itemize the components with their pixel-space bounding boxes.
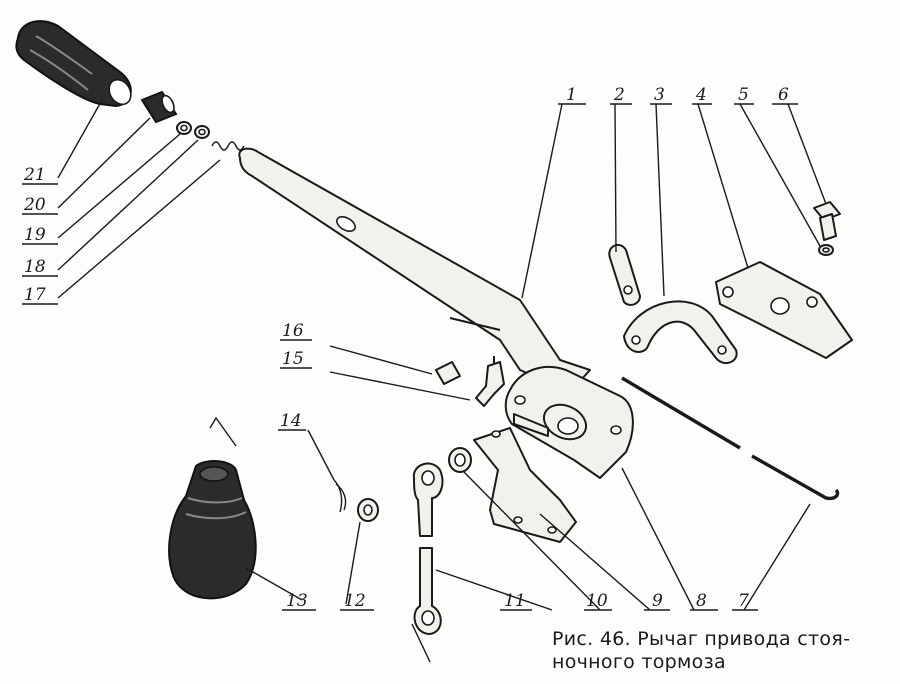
callout-7: 7 [738, 591, 749, 611]
callout-2: 2 [613, 85, 625, 105]
part-9-bracket [473, 427, 577, 543]
part-15-fitting [475, 356, 505, 407]
callout-5: 5 [738, 85, 749, 105]
callout-16: 16 [282, 321, 304, 341]
part-18-washer [194, 125, 210, 139]
callout-14: 14 [280, 411, 302, 431]
part-5-lock-washer [818, 244, 834, 256]
part-17-spring [211, 141, 245, 151]
callout-3: 3 [654, 85, 665, 105]
callout-8: 8 [696, 591, 707, 611]
part-4-support [715, 261, 853, 359]
callout-11: 11 [504, 591, 526, 611]
callout-labels: 1 2 3 4 5 6 7 8 9 10 11 12 13 14 15 16 1… [23, 85, 789, 611]
part-8-base-plate [504, 365, 634, 479]
part-11-link-rod [412, 462, 444, 635]
callout-1: 1 [566, 85, 577, 105]
part-7-long-rod [621, 376, 840, 501]
part-13-rubber-boot [168, 460, 257, 600]
callout-18: 18 [24, 257, 46, 277]
part-12-washer [357, 498, 379, 522]
callout-9: 9 [652, 591, 663, 611]
part-19-washer [176, 121, 192, 135]
part-20-bushing [140, 90, 178, 124]
callout-19: 19 [24, 225, 46, 245]
callout-4: 4 [695, 85, 707, 105]
callout-10: 10 [586, 591, 608, 611]
part-16-plug [435, 361, 461, 385]
callout-13: 13 [286, 591, 308, 611]
part-14-cotter-pin [333, 479, 347, 513]
callout-6: 6 [778, 85, 789, 105]
caption-line-1: Рис. 46. Рычаг привода стоя- [552, 628, 851, 650]
callout-17: 17 [24, 285, 46, 305]
part-10-washer [448, 447, 472, 473]
callout-underlines [22, 103, 798, 611]
part-3-sector [623, 300, 738, 365]
callout-20: 20 [23, 195, 46, 215]
part-6-bolt [813, 201, 841, 241]
part-2-pawl [608, 243, 641, 306]
figure-caption: Рис. 46. Рычаг привода стоя- ночного тор… [552, 628, 892, 674]
callout-15: 15 [282, 349, 304, 369]
part-21-handle-grip [15, 20, 132, 108]
callout-12: 12 [344, 591, 366, 611]
caption-line-2: ночного тормоза [552, 651, 726, 673]
callout-21: 21 [23, 165, 46, 185]
leader-lines [57, 99, 827, 611]
